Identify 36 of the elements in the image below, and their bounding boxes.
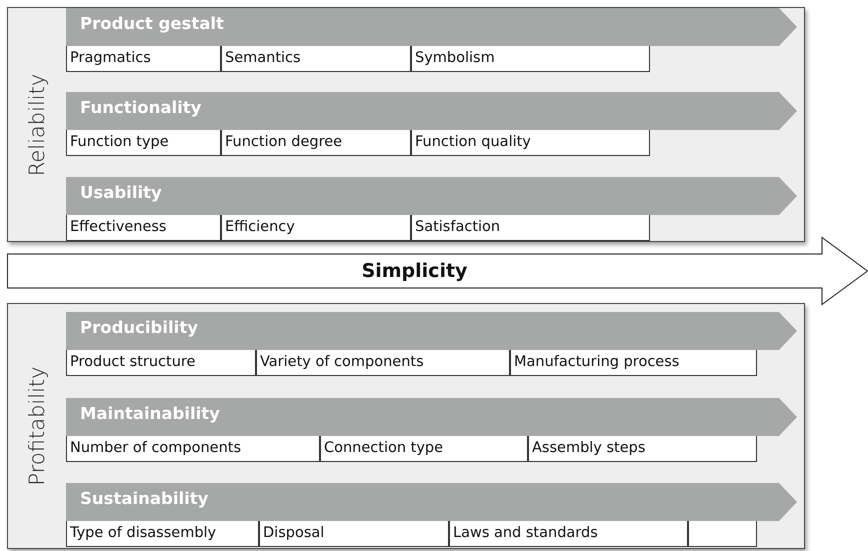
category-panel: [7, 303, 805, 549]
criterion-cell: Manufacturing process: [510, 350, 757, 376]
criterion-cell: Type of disassembly: [66, 521, 259, 547]
criterion-cell: Laws and standards: [449, 521, 688, 547]
criterion-cell: Product structure: [66, 350, 256, 376]
band-heading: Producibility: [80, 318, 198, 337]
criterion-cell: Assembly steps: [528, 436, 757, 462]
band-heading: Usability: [80, 183, 162, 202]
arrow-band: [66, 483, 797, 521]
criterion-cell: Function type: [66, 130, 221, 156]
band-heading: Functionality: [80, 98, 202, 117]
arrow-band: [66, 177, 797, 215]
arrow-band: [66, 92, 797, 130]
arrow-label: Simplicity: [360, 259, 468, 284]
criterion-cell: Pragmatics: [66, 46, 221, 72]
criterion-cell: Connection type: [320, 436, 528, 462]
category-panel: [7, 7, 805, 242]
arrow-band: [66, 8, 797, 46]
band-heading: Product gestalt: [80, 14, 224, 33]
category-label: Reliability: [25, 73, 49, 176]
criterion-cell: Function degree: [221, 130, 411, 156]
criterion-cell: Function quality: [411, 130, 650, 156]
criterion-cell: Satisfaction: [411, 215, 650, 241]
criterion-cell: Symbolism: [411, 46, 650, 72]
criterion-cell: Variety of components: [256, 350, 510, 376]
band-heading: Sustainability: [80, 489, 208, 508]
arrow-band: [66, 398, 797, 436]
arrow-band: [66, 312, 797, 350]
criterion-cell: Disposal: [259, 521, 449, 547]
category-label: Profitability: [25, 366, 49, 486]
criterion-cell: Efficiency: [221, 215, 411, 241]
band-heading: Maintainability: [80, 404, 220, 423]
simplicity-arrow: [7, 237, 868, 305]
criterion-cell: Number of components: [66, 436, 320, 462]
criterion-cell: Semantics: [221, 46, 411, 72]
criterion-cell: Effectiveness: [66, 215, 221, 241]
